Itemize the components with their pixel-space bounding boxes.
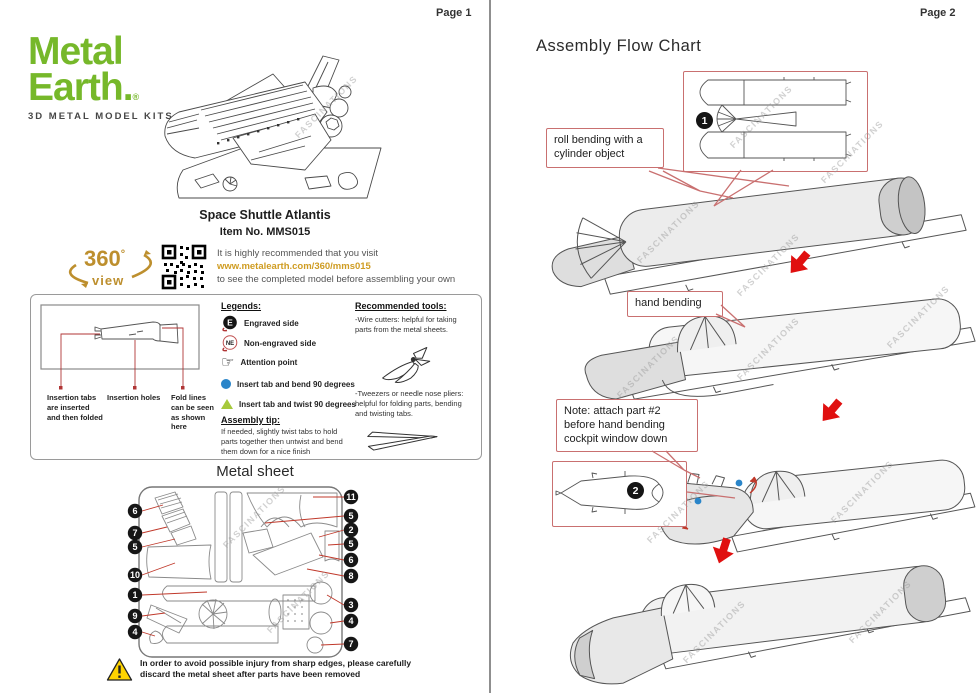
badge-view-text: view xyxy=(92,273,125,288)
fascinations-watermark: FASCINATIONS xyxy=(614,333,682,400)
page-divider xyxy=(489,0,491,693)
legend-attention: ☞ Attention point xyxy=(221,354,298,371)
svg-text:5: 5 xyxy=(348,539,353,549)
badge-360-view: 360° view xyxy=(62,243,158,293)
engraved-side-badge: E xyxy=(222,315,237,332)
logo-word-earth: Earth.® xyxy=(28,65,140,109)
legend-bend-tab: Insert tab and bend 90 degrees xyxy=(221,379,355,389)
step4-completed-illustration xyxy=(569,565,971,685)
non-engraved-side-badge: NE xyxy=(222,335,238,352)
sheet-number-callouts: 6 7 5 10 1 9 4 11 5 2 5 6 8 3 4 7 xyxy=(127,489,359,652)
label-insertion-tabs: Insertion tabs are inserted and then fol… xyxy=(47,393,103,422)
badge-360-text: 360° xyxy=(84,246,126,271)
logo-word-metal: Metal xyxy=(28,30,124,73)
fascinations-watermark: FASCINATIONS xyxy=(828,458,896,525)
metal-sheet-title: Metal sheet xyxy=(216,463,294,480)
svg-text:10: 10 xyxy=(130,570,140,580)
svg-text:6: 6 xyxy=(348,555,353,565)
part2-reference-box: 2 xyxy=(552,461,687,527)
blue-dot-icon xyxy=(221,379,231,389)
label-insertion-holes: Insertion holes xyxy=(107,393,161,402)
svg-text:5: 5 xyxy=(348,511,353,521)
part2-flat-diagram xyxy=(555,471,664,514)
page1-header: Page 1 xyxy=(436,7,472,19)
tool-wire-cutters-text: -Wire cutters: helpful for taking parts … xyxy=(355,315,457,334)
metal-sheet-diagram: 6 7 5 10 1 9 4 11 5 2 5 6 8 3 4 7 xyxy=(127,486,359,658)
registered-mark: ® xyxy=(132,91,140,102)
fascinations-watermark: FASCINATIONS xyxy=(884,283,952,350)
callout-note-part2: Note: attach part #2 before hand bending… xyxy=(556,399,698,453)
callout-roll-bending: roll bending with a cylinder object xyxy=(546,128,664,168)
legends-title: Legends: xyxy=(221,301,262,311)
svg-text:E: E xyxy=(227,318,233,328)
svg-text:4: 4 xyxy=(132,627,137,637)
legend-panel: Insertion tabs are inserted and then fol… xyxy=(30,294,482,460)
metal-earth-logo: Metal Earth.® 3D METAL MODEL KITS xyxy=(28,30,174,122)
step1-roll-bending-illustration xyxy=(551,176,967,295)
legend-non-engraved: NE Non-engraved side xyxy=(221,335,316,352)
promo-text: It is highly recommended that you visit … xyxy=(217,247,477,286)
flow-arrow-3 xyxy=(706,533,740,570)
fascinations-watermark: FASCINATIONS xyxy=(680,598,748,665)
svg-text:6: 6 xyxy=(132,506,137,516)
svg-text:3: 3 xyxy=(348,600,353,610)
shuttle-hero-illustration xyxy=(164,55,382,199)
legend-engraved: E Engraved side xyxy=(221,315,299,332)
tools-title: Recommended tools: xyxy=(355,301,447,311)
svg-text:8: 8 xyxy=(348,571,353,581)
part1-number-badge: 1 xyxy=(696,112,713,129)
assembly-tip-text: If needed, slightly twist tabs to hold p… xyxy=(221,427,343,456)
svg-text:2: 2 xyxy=(348,525,353,535)
promo-line2: to see the completed model before assemb… xyxy=(217,274,456,285)
tweezers-icon xyxy=(367,431,438,451)
svg-text:1: 1 xyxy=(132,590,137,600)
legends-column: Legends: E Engraved side NE Non-engraved… xyxy=(221,301,356,456)
svg-text:NE: NE xyxy=(226,341,234,347)
fascinations-watermark: FASCINATIONS xyxy=(734,315,802,382)
part1-flat-diagram xyxy=(699,77,852,161)
wire-cutters-icon xyxy=(382,347,431,383)
promo-line1: It is highly recommended that you visit xyxy=(217,248,379,259)
legend-twist-tab: Insert tab and twist 90 degrees xyxy=(221,399,356,409)
warning-triangle-icon xyxy=(106,658,133,681)
callout-hand-bending: hand bending xyxy=(627,291,723,317)
part1-reference-box: 1 xyxy=(683,71,868,172)
page2-header: Page 2 xyxy=(920,7,956,19)
assembly-flow-chart-title: Assembly Flow Chart xyxy=(536,37,702,55)
promo-url: www.metalearth.com/360/mms015 xyxy=(217,261,371,272)
svg-text:7: 7 xyxy=(348,639,353,649)
step2-hand-bending-illustration xyxy=(584,298,976,400)
green-triangle-icon xyxy=(221,399,233,409)
flow-arrow-2 xyxy=(811,391,850,431)
svg-text:9: 9 xyxy=(132,611,137,621)
label-fold-lines: Fold lines can be seen as shown here xyxy=(171,393,214,432)
svg-text:7: 7 xyxy=(132,528,137,538)
qr-code xyxy=(160,243,208,291)
logo-tagline: 3D METAL MODEL KITS xyxy=(28,110,174,122)
flow-arrow-1 xyxy=(779,243,818,283)
tools-column: Recommended tools: -Wire cutters: helpfu… xyxy=(355,301,475,453)
fascinations-watermark: FASCINATIONS xyxy=(634,198,702,265)
insertion-diagram xyxy=(40,304,200,390)
svg-text:5: 5 xyxy=(132,542,137,552)
pointing-hand-icon: ☞ xyxy=(221,354,235,371)
assembly-tip-title: Assembly tip: xyxy=(221,415,281,425)
fascinations-watermark: FASCINATIONS xyxy=(846,578,914,645)
part2-number-badge: 2 xyxy=(627,482,644,499)
svg-text:11: 11 xyxy=(346,492,356,502)
tool-tweezers-text: -Tweezers or needle nose pliers: helpful… xyxy=(355,389,464,418)
product-title: Space Shuttle Atlantis xyxy=(199,208,331,222)
badge-360-swoosh xyxy=(68,250,153,288)
item-number: Item No. MMS015 xyxy=(219,226,311,238)
warning-text: In order to avoid possible injury from s… xyxy=(140,658,412,680)
svg-text:4: 4 xyxy=(348,616,353,626)
